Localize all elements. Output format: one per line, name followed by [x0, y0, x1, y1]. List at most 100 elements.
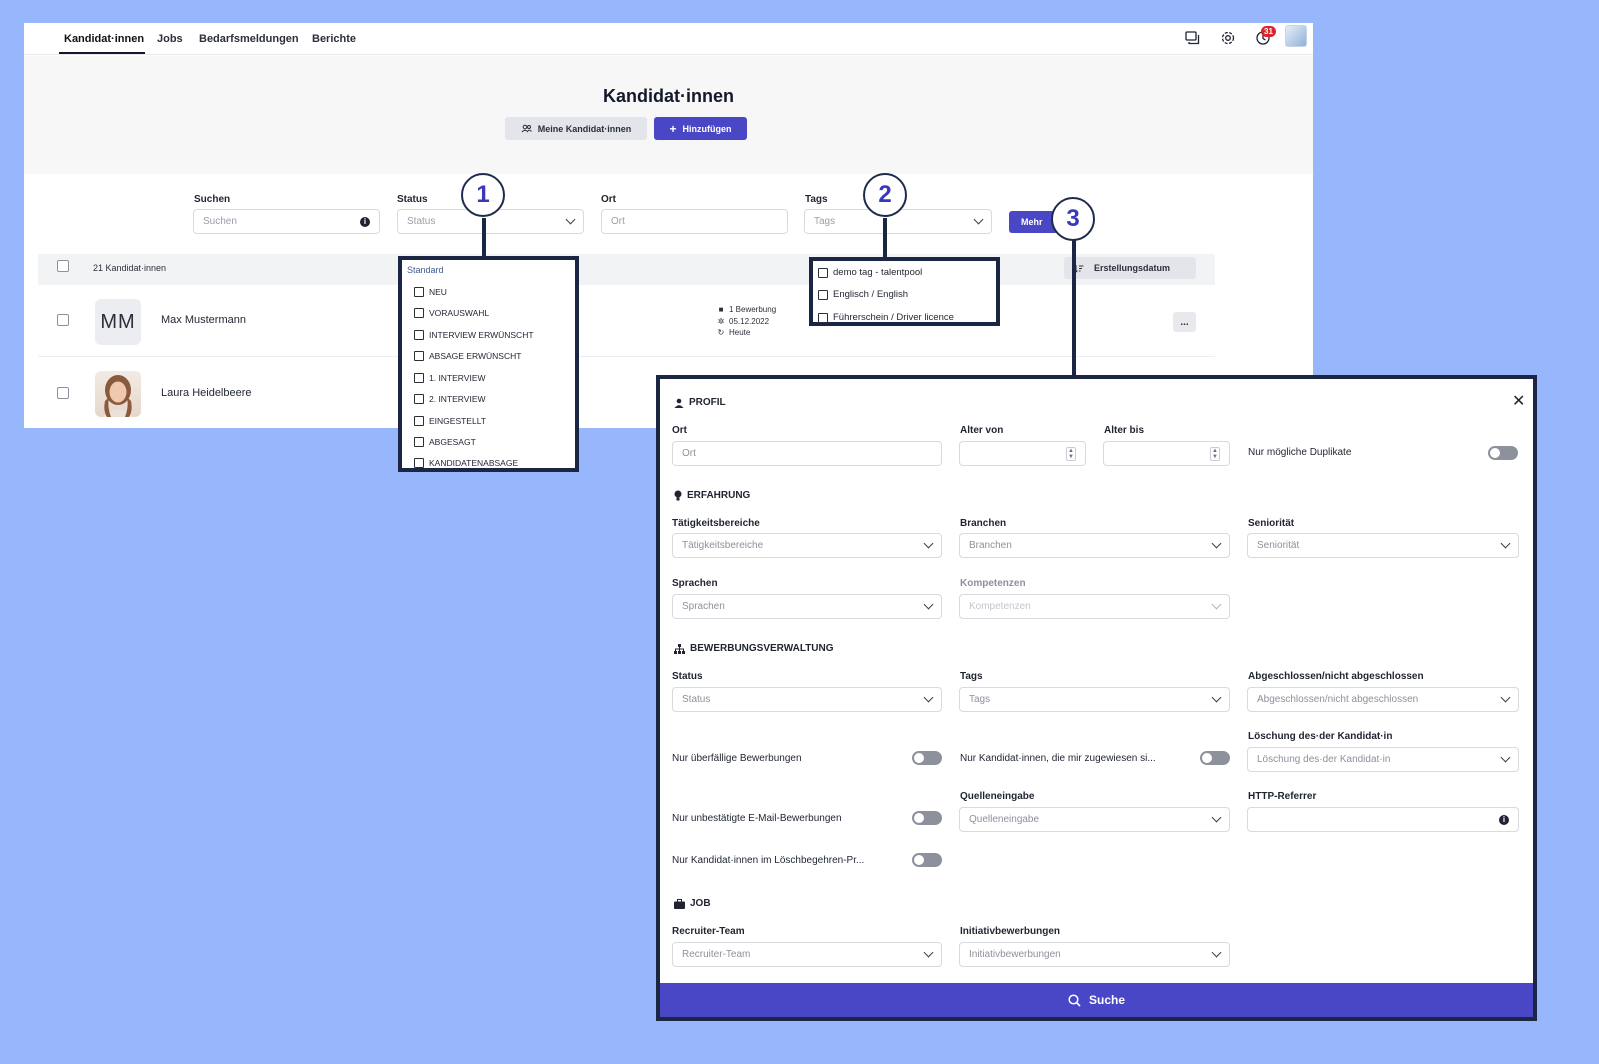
- languages-label: Sprachen: [672, 578, 718, 589]
- tag-option[interactable]: Führerschein / Driver licence: [818, 312, 954, 323]
- search-submit-button[interactable]: Suche: [660, 983, 1533, 1017]
- status-option[interactable]: KANDIDATENABSAGE: [414, 458, 518, 468]
- checkbox[interactable]: [414, 330, 424, 340]
- info-icon: i: [360, 216, 370, 227]
- add-candidate-button[interactable]: + Hinzufügen: [654, 117, 747, 140]
- nav-tab-candidates[interactable]: Kandidat·innen: [64, 33, 145, 45]
- overdue-toggle[interactable]: [912, 751, 942, 765]
- table-row[interactable]: [38, 286, 1215, 357]
- checkbox[interactable]: [414, 437, 424, 447]
- referrer-input[interactable]: i: [1247, 807, 1519, 832]
- closed-select[interactable]: Abgeschlossen/nicht abgeschlossen: [1247, 687, 1519, 712]
- settings-gear-icon[interactable]: [1219, 29, 1237, 47]
- tag-option[interactable]: demo tag - talentpool: [818, 267, 922, 278]
- chevron-down-icon: [923, 538, 934, 549]
- location-input[interactable]: Ort: [601, 209, 788, 234]
- checkbox[interactable]: [818, 267, 828, 278]
- recruiter-select[interactable]: Recruiter-Team: [672, 942, 942, 967]
- app-status-select[interactable]: Status: [672, 687, 942, 712]
- chevron-down-icon: [1211, 947, 1222, 958]
- callout-connector: [482, 218, 486, 258]
- nav-tab-jobs[interactable]: Jobs: [157, 33, 183, 45]
- activity-select[interactable]: Tätigkeitsbereiche: [672, 533, 942, 558]
- checkbox[interactable]: [818, 289, 828, 300]
- tag-option[interactable]: Englisch / English: [818, 289, 908, 300]
- checkbox[interactable]: [414, 416, 424, 426]
- app-tags-select[interactable]: Tags: [959, 687, 1230, 712]
- location-placeholder: Ort: [611, 216, 625, 227]
- checkbox[interactable]: [414, 458, 424, 468]
- skills-label: Kompetenzen: [960, 578, 1026, 589]
- section-title-text: ERFAHRUNG: [687, 490, 751, 501]
- deletion-select[interactable]: Löschung des·der Kandidat·in: [1247, 747, 1519, 772]
- sort-icon: [1074, 264, 1084, 273]
- duplicates-toggle-label: Nur mögliche Duplikate: [1248, 447, 1352, 458]
- initiative-label: Initiativbewerbungen: [960, 926, 1061, 937]
- tags-select[interactable]: Tags: [804, 209, 992, 234]
- checkbox[interactable]: [818, 312, 828, 323]
- checkbox[interactable]: [414, 351, 424, 361]
- chevron-down-icon: [973, 214, 984, 225]
- chevron-down-icon: [1211, 538, 1222, 549]
- sitemap-icon: [674, 643, 685, 654]
- recruiter-placeholder: Recruiter-Team: [682, 949, 751, 960]
- status-option[interactable]: 1. INTERVIEW: [414, 373, 486, 383]
- close-icon[interactable]: ✕: [1512, 393, 1526, 410]
- chevron-down-icon: [923, 599, 934, 610]
- status-option[interactable]: VORAUSWAHL: [414, 308, 489, 318]
- callout-marker: 3: [1051, 197, 1095, 241]
- updated-date: ↻ Heute: [717, 328, 751, 337]
- user-avatar[interactable]: [1285, 25, 1307, 47]
- location-filter-label: Ort: [601, 194, 616, 205]
- row-checkbox[interactable]: [57, 314, 69, 326]
- status-option[interactable]: INTERVIEW ERWÜNSCHT: [414, 330, 534, 340]
- tags-filter-label: Tags: [805, 194, 828, 205]
- status-option[interactable]: EINGESTELLT: [414, 416, 486, 426]
- location-input[interactable]: Ort: [672, 441, 942, 466]
- active-tab-indicator: [59, 52, 145, 54]
- status-option[interactable]: NEU: [414, 287, 447, 297]
- checkbox[interactable]: [414, 308, 424, 318]
- status-option-label: NEU: [429, 287, 447, 297]
- checkbox[interactable]: [414, 287, 424, 297]
- tags-placeholder: Tags: [814, 216, 836, 227]
- nav-tab-requisitions[interactable]: Bedarfsmeldungen: [199, 33, 299, 45]
- select-all-checkbox[interactable]: [57, 260, 69, 272]
- number-stepper-icon[interactable]: ▲▼: [1210, 446, 1220, 461]
- source-select[interactable]: Quelleneingabe: [959, 807, 1230, 832]
- row-checkbox[interactable]: [57, 387, 69, 399]
- more-filters-button[interactable]: Mehr: [1009, 211, 1059, 233]
- status-option[interactable]: ABSAGE ERWÜNSCHT: [414, 351, 521, 361]
- seniority-select[interactable]: Seniorität: [1247, 533, 1519, 558]
- nav-tab-reports[interactable]: Berichte: [312, 33, 357, 45]
- age-from-input[interactable]: ▲▼: [959, 441, 1086, 466]
- languages-select[interactable]: Sprachen: [672, 594, 942, 619]
- checkbox[interactable]: [414, 394, 424, 404]
- sort-button[interactable]: Erstellungsdatum: [1064, 257, 1196, 279]
- chat-icon[interactable]: [1183, 29, 1201, 47]
- unconfirmed-toggle[interactable]: [912, 811, 942, 825]
- age-to-label: Alter bis: [1104, 425, 1145, 436]
- search-input[interactable]: Suchen i: [193, 209, 380, 234]
- section-title-applications: BEWERBUNGSVERWALTUNG: [674, 643, 834, 654]
- created-date-text: 05.12.2022: [729, 317, 770, 326]
- checkbox[interactable]: [414, 373, 424, 383]
- age-to-input[interactable]: ▲▼: [1103, 441, 1230, 466]
- status-option[interactable]: 2. INTERVIEW: [414, 394, 486, 404]
- section-title-text: PROFIL: [689, 397, 726, 408]
- overdue-toggle-label: Nur überfällige Bewerbungen: [672, 753, 802, 764]
- duplicates-toggle[interactable]: [1488, 446, 1518, 460]
- number-stepper-icon[interactable]: ▲▼: [1066, 446, 1076, 461]
- status-option-label: ABGESAGT: [429, 437, 476, 447]
- candidate-name[interactable]: Laura Heidelbeere: [161, 387, 252, 399]
- section-title-text: BEWERBUNGSVERWALTUNG: [690, 643, 834, 654]
- deletion-request-toggle[interactable]: [912, 853, 942, 867]
- status-placeholder: Status: [407, 216, 436, 227]
- industries-select[interactable]: Branchen: [959, 533, 1230, 558]
- my-candidates-button[interactable]: Meine Kandidat·innen: [505, 117, 647, 140]
- row-actions-button[interactable]: ...: [1173, 312, 1196, 332]
- initiative-select[interactable]: Initiativbewerbungen: [959, 942, 1230, 967]
- candidate-name[interactable]: Max Mustermann: [161, 314, 246, 326]
- assigned-toggle[interactable]: [1200, 751, 1230, 765]
- status-option[interactable]: ABGESAGT: [414, 437, 476, 447]
